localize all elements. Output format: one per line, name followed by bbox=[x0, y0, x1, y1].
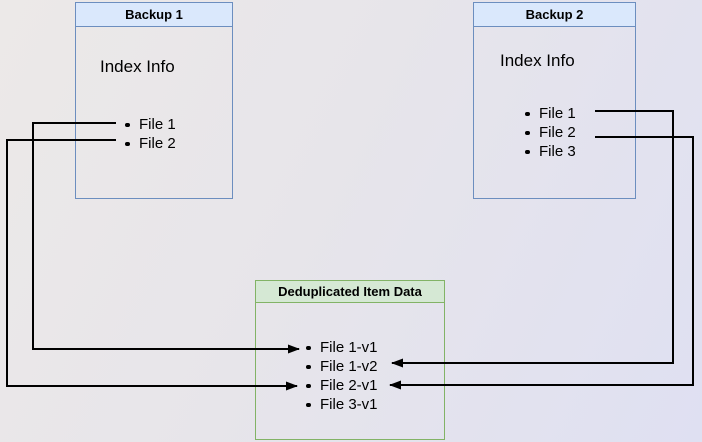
backup2-subtitle: Index Info bbox=[500, 51, 575, 70]
file-item: File 1-v1 bbox=[306, 338, 378, 357]
file-item: File 2-v1 bbox=[306, 376, 378, 395]
file-item: File 1 bbox=[125, 115, 176, 134]
file-item: File 3-v1 bbox=[306, 395, 378, 414]
file-item: File 3 bbox=[525, 142, 576, 161]
dedup-title: Deduplicated Item Data bbox=[278, 284, 422, 299]
backup1-title: Backup 1 bbox=[125, 7, 183, 22]
file-item: File 2 bbox=[125, 134, 176, 153]
dedup-header: Deduplicated Item Data bbox=[256, 281, 444, 303]
file-item: File 1-v2 bbox=[306, 357, 378, 376]
backup1-subtitle: Index Info bbox=[100, 57, 175, 76]
file-item: File 1 bbox=[525, 104, 576, 123]
backup2-title: Backup 2 bbox=[525, 7, 584, 22]
backup1-header: Backup 1 bbox=[76, 3, 232, 27]
backup2-header: Backup 2 bbox=[474, 3, 635, 27]
file-item: File 2 bbox=[525, 123, 576, 142]
